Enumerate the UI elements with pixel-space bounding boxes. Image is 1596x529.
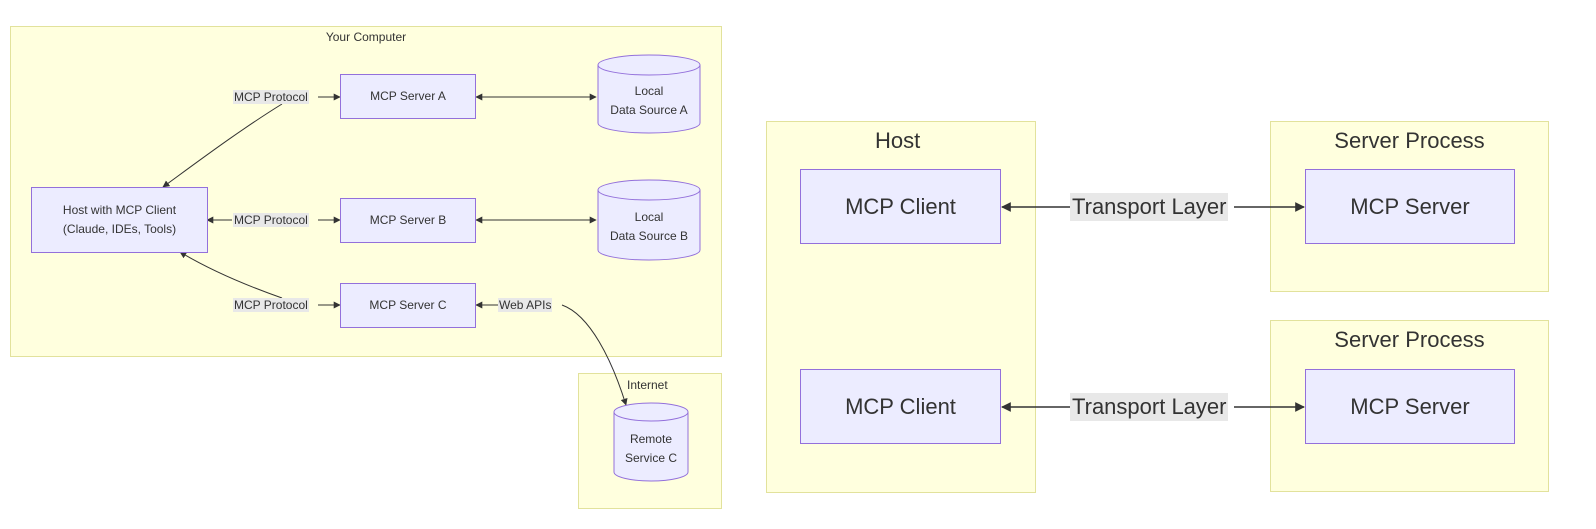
node-remote-service-c: Remote Service C [613,402,689,482]
node-mcp-client-2: MCP Client [800,369,1001,444]
cluster-title-server-process-1: Server Process [1334,128,1485,153]
server-a-label: MCP Server A [370,89,446,103]
ds-b-line-1: Local [634,210,664,224]
ds-b-text: Local Data Source B [610,194,688,246]
server-2-label: MCP Server [1350,393,1470,419]
node-host-with-mcp-client: Host with MCP Client (Claude, IDEs, Tool… [31,187,208,253]
database-cylinder-icon [613,402,689,482]
client-1-label: MCP Client [845,193,956,219]
edge-label-transport-layer-1: Transport Layer [1070,193,1229,221]
client-2-label: MCP Client [845,393,956,419]
cluster-title-your-computer: Your Computer [325,30,407,44]
edge-label-mcp-protocol-a: MCP Protocol [233,90,309,104]
node-mcp-client-1: MCP Client [800,169,1001,244]
node-local-data-source-b: Local Data Source B [597,179,701,261]
edge-host-server-a-curve [162,103,283,188]
ds-a-text: Local Data Source A [610,68,687,120]
node-mcp-server-b: MCP Server B [340,198,476,243]
node-mcp-server-1: MCP Server [1305,169,1515,244]
cluster-title-server-process-2: Server Process [1334,327,1485,352]
database-cylinder-icon [597,179,701,261]
cluster-internet: Internet [578,373,722,509]
ds-a-line-2: Data Source A [610,103,688,117]
node-mcp-server-2: MCP Server [1305,369,1515,444]
cluster-title-internet: Internet [627,378,668,392]
remote-line-2: Service C [624,451,677,465]
database-cylinder-icon [597,54,701,134]
edge-label-web-apis: Web APIs [498,298,553,312]
server-c-label: MCP Server C [369,298,447,312]
server-1-label: MCP Server [1350,193,1470,219]
cluster-title-host: Host [875,128,921,153]
ds-b-line-2: Data Source B [609,229,689,243]
edge-label-transport-layer-2: Transport Layer [1070,393,1229,421]
server-b-label: MCP Server B [369,213,447,227]
host-line-1: Host with MCP Client [62,203,177,217]
edge-host-server-c-curve [179,251,283,299]
host-line-2: (Claude, IDEs, Tools) [62,222,177,236]
remote-line-1: Remote [629,432,672,446]
node-mcp-server-a: MCP Server A [340,74,476,119]
remote-text: Remote Service C [625,416,677,468]
edge-web-apis-remote [561,304,628,406]
edge-label-mcp-protocol-c: MCP Protocol [233,298,309,312]
node-mcp-server-c: MCP Server C [340,283,476,328]
edge-label-mcp-protocol-b: MCP Protocol [233,213,309,227]
node-local-data-source-a: Local Data Source A [597,54,701,134]
ds-a-line-1: Local [634,84,664,98]
